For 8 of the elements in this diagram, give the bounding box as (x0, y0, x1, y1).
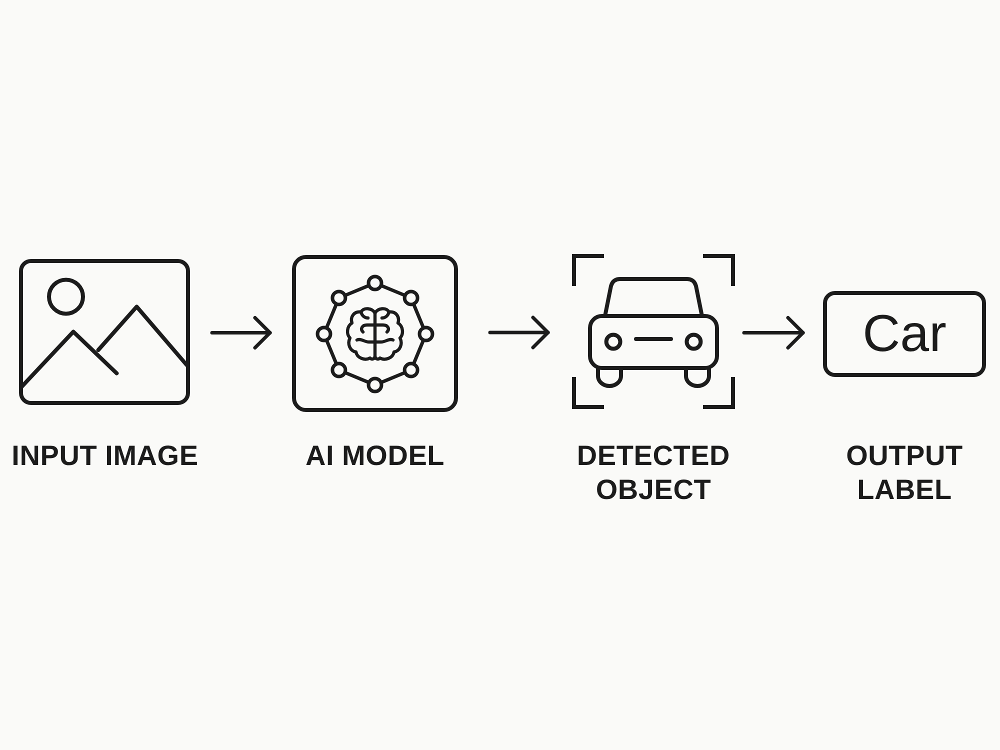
result-text: Car (862, 308, 946, 360)
arrow (742, 316, 805, 350)
step-label: OUTPUT LABEL (845, 439, 964, 507)
step-label: DETECTED OBJECT (576, 439, 732, 507)
step-label: INPUT IMAGE (10, 439, 200, 473)
arrow (488, 316, 550, 350)
arrow (210, 316, 272, 350)
step-label: AI MODEL (304, 439, 446, 473)
